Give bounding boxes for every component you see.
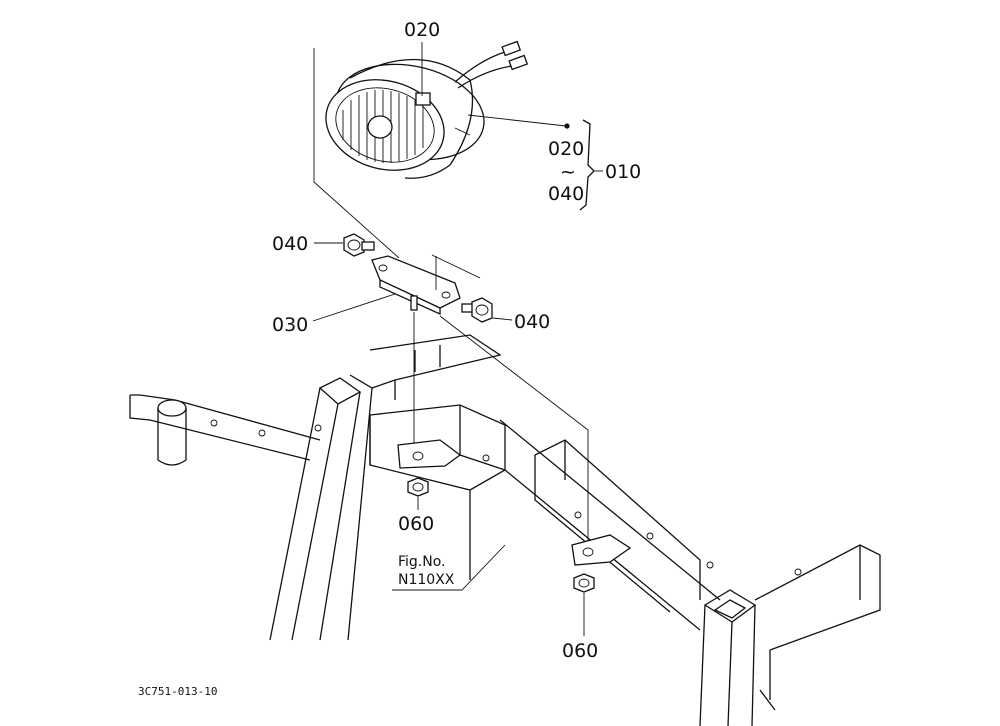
label-010: 010 [605,161,641,183]
label-040-right: 040 [514,311,550,333]
figure-ref-line2: N110XX [398,572,455,588]
bolt-040-left [343,233,375,257]
drawing-code: 3C751-013-10 [138,685,217,698]
label-060-center: 060 [398,513,434,535]
label-020-top: 020 [404,19,440,41]
leader-fig-ref [392,544,506,591]
guide-line-right [431,254,481,279]
headlamp-bracket [371,255,461,316]
label-040-range: 040 [548,183,584,205]
label-030: 030 [272,314,308,336]
label-020-range: 020 [548,138,584,160]
bolt-040-right [461,297,493,323]
figure-ref-line1: Fig.No. [398,554,446,570]
label-040-left: 040 [272,233,308,255]
label-tilde: ~ [560,161,576,183]
tractor-frame [129,334,881,726]
nut-060-center [407,477,429,497]
headlamp [325,40,529,179]
guide-line-left [313,48,400,259]
leader-010 [467,114,567,127]
leader-030 [312,293,396,322]
guide-line-bracket-right [439,315,589,548]
label-060-right: 060 [562,640,598,662]
nut-060-right [573,573,595,593]
leader-040-right [492,317,513,321]
leader-dot [564,123,570,129]
